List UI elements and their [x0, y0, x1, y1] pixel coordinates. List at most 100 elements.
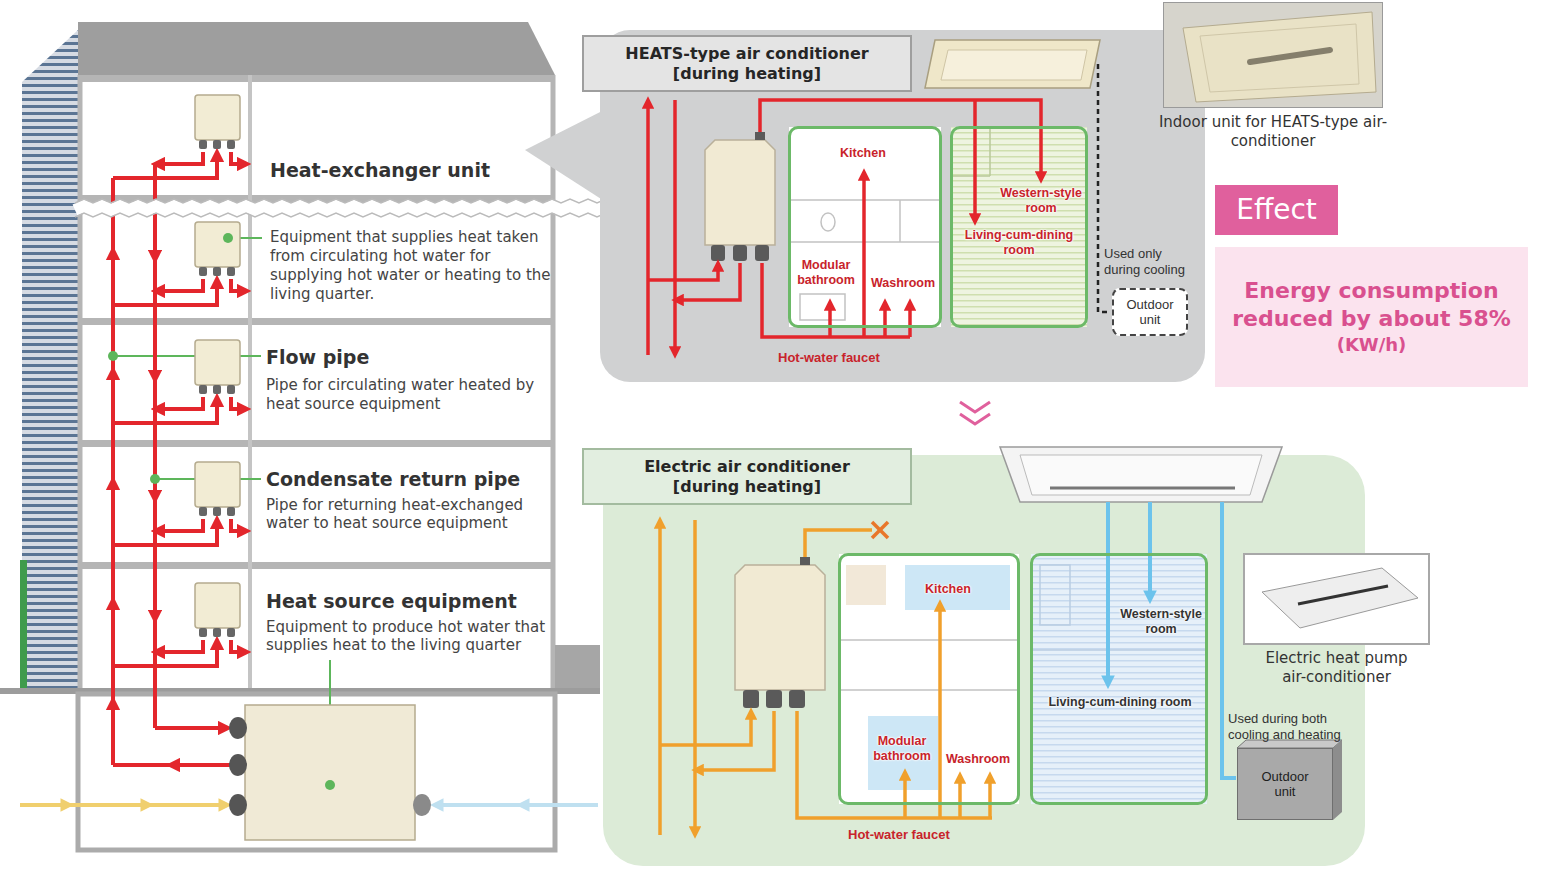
- leader-dot: [325, 780, 335, 790]
- electric-panel: [903, 772, 907, 818]
- heat-exchanger-unit: [195, 222, 240, 267]
- heat-exchanger-unit: [199, 385, 207, 394]
- electric-panel: [660, 711, 751, 745]
- riser-pipe: [155, 519, 203, 531]
- usage-note: Used only during cooling: [1104, 246, 1199, 278]
- electric-panel: [658, 520, 662, 835]
- building: [78, 75, 83, 690]
- building: [78, 694, 555, 850]
- electric-panel: [660, 520, 992, 835]
- part-description: Equipment to produce hot water that supp…: [266, 618, 551, 654]
- heat-exchanger-unit: [213, 628, 221, 637]
- riser-pipe: [231, 152, 247, 164]
- riser-pipe: [111, 700, 115, 765]
- heat-exchanger-unit: [195, 462, 240, 507]
- effect-badge: Effect: [1215, 185, 1338, 235]
- heats-panel: [828, 302, 832, 337]
- electric-panel: [693, 520, 697, 835]
- electric-panel: [766, 690, 782, 708]
- building: [248, 75, 252, 690]
- heat-exchanger-unit: [213, 385, 221, 394]
- building: [78, 562, 555, 569]
- heat-exchanger-unit: [213, 140, 221, 149]
- heats-panel: [821, 213, 835, 231]
- heats-panel: [755, 245, 769, 261]
- title-text: HEATS-type air conditioner [during heati…: [616, 44, 878, 84]
- electric-panel: [958, 775, 962, 818]
- floor-plan: KitchenModular bathroomWashroom: [788, 126, 942, 328]
- photo-caption: Indoor unit for HEATS-type air-condition…: [1158, 113, 1388, 151]
- floor-plan: Western-style roomLiving-cum-dining room: [1030, 553, 1208, 805]
- electric-panel: [1243, 553, 1430, 645]
- room-label: Living-cum-dining room: [956, 228, 1082, 258]
- unit-label: Outdoor unit: [1120, 297, 1180, 327]
- riser-pipe: [153, 260, 157, 380]
- heats-panel: [952, 175, 990, 177]
- riser-pipe: [70, 803, 150, 807]
- heat-source-equipment: [229, 794, 247, 816]
- heats-panel: [711, 245, 725, 261]
- riser-pipe: [113, 519, 217, 545]
- floor-plan: Western-style roomLiving-cum-dining room: [950, 126, 1088, 328]
- heat-source-equipment: [229, 717, 247, 739]
- heats-panel: [862, 172, 866, 337]
- electric-panel: [1031, 554, 1207, 804]
- break-line: [75, 199, 615, 217]
- floor-plan: KitchenModular bathroomWashroom: [838, 553, 1020, 805]
- heats-panel: [648, 263, 718, 280]
- result-text: (KW/h): [1337, 333, 1407, 357]
- heats-panel: [1250, 50, 1330, 62]
- room-label: Washroom: [871, 276, 937, 291]
- electric-panel: [872, 522, 888, 538]
- photo-caption: Electric heat pump air-conditioner: [1257, 649, 1417, 687]
- electric-panel: [840, 689, 1018, 691]
- room-label: Washroom: [946, 752, 1014, 767]
- down-chevron: [960, 414, 990, 424]
- heats-panel: [673, 100, 677, 355]
- riser-pipe: [111, 480, 115, 600]
- electric-panel: [938, 603, 942, 818]
- riser-pipe: [155, 279, 203, 291]
- electric-panel: [1262, 568, 1418, 628]
- electric-panel: [1000, 447, 1282, 502]
- pipe-label: Hot-water faucet: [848, 827, 988, 842]
- heats-panel: [925, 40, 1100, 88]
- heat-exchanger-unit: [213, 267, 221, 276]
- heat-exchanger-unit: [195, 340, 240, 385]
- electric-panel: [988, 775, 992, 818]
- room-label: Modular bathroom: [794, 258, 858, 288]
- heat-exchanger-unit: [227, 385, 235, 394]
- building: [20, 560, 27, 690]
- electric-panel: [1108, 502, 1236, 778]
- indoor-unit-photo: Indoor unit for HEATS-type air-condition…: [1163, 2, 1383, 108]
- down-chevron: [960, 402, 990, 412]
- break-line: [75, 213, 615, 217]
- electric-panel: [1148, 502, 1152, 600]
- riser-pipe: [231, 397, 247, 409]
- building: [78, 440, 555, 447]
- heat-exchanger-unit: [227, 267, 235, 276]
- building: [0, 22, 600, 850]
- outdoor-unit: Outdoor unit: [1237, 748, 1333, 820]
- electric-panel: [840, 639, 1018, 641]
- result-text: Energy consumption reduced by about 58%: [1227, 277, 1516, 333]
- heat-source-equipment: [229, 754, 247, 776]
- building: [22, 30, 78, 690]
- riser-pipe: [155, 152, 203, 164]
- heat-exchanger-unit: [199, 267, 207, 276]
- riser-pipe: [153, 620, 157, 728]
- riser-pipe: [113, 763, 170, 767]
- riser-pipe: [113, 152, 247, 765]
- title-box: HEATS-type air conditioner [during heati…: [582, 35, 912, 92]
- electric-panel: [800, 557, 810, 565]
- electric-panel: [840, 640, 1018, 690]
- heats-panel: [675, 263, 740, 300]
- part-description: Pipe for circulating water heated by hea…: [266, 376, 551, 414]
- part-heading: Heat-exchanger unit: [270, 158, 555, 182]
- electric-panel: [1298, 586, 1388, 604]
- leader-dot: [223, 233, 233, 243]
- electric-panel: [1333, 740, 1342, 820]
- heats-panel: [1183, 12, 1376, 102]
- heats-panel: [705, 140, 775, 245]
- riser-pipe: [111, 600, 115, 700]
